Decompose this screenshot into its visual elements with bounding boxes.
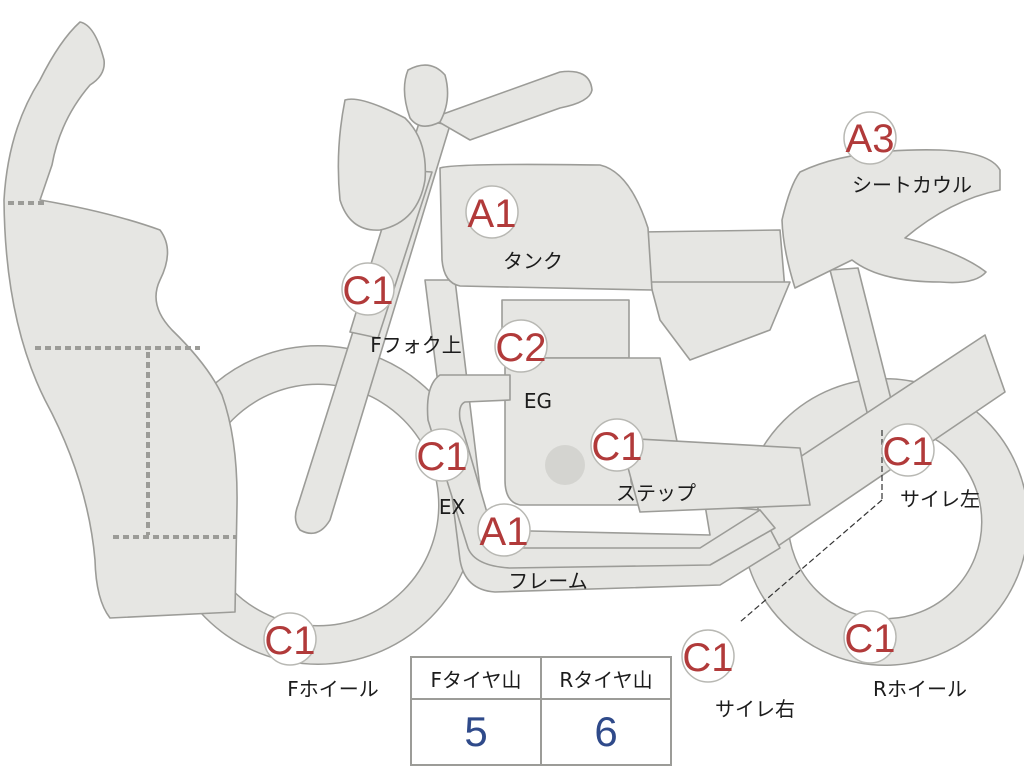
badge-rear-wheel: C1	[843, 610, 897, 664]
badge-frame: A1	[477, 503, 531, 557]
step-bar	[619, 437, 811, 513]
label-seat-cowl: シートカウル	[852, 173, 972, 197]
rear-tire-header: Rタイヤ山	[540, 656, 672, 700]
label-frame: フレーム	[508, 569, 587, 593]
badge-side-cover-right: C1	[681, 629, 735, 683]
badge-side-cover-left: C1	[881, 423, 935, 477]
svg-text:C1: C1	[264, 619, 315, 663]
tire-tread-table: Fタイヤ山 Rタイヤ山 5 6	[410, 656, 672, 766]
label-tank: タンク	[503, 249, 563, 273]
rear-tire-value: 6	[540, 698, 672, 766]
svg-text:A1: A1	[480, 510, 529, 554]
svg-text:C1: C1	[416, 435, 467, 479]
svg-text:C1: C1	[844, 617, 895, 661]
svg-text:C2: C2	[495, 326, 546, 370]
badge-step: C1	[590, 418, 644, 472]
front-tire-header: Fタイヤ山	[410, 656, 542, 700]
front-cowl	[3, 21, 238, 619]
badge-front-wheel: C1	[263, 612, 317, 666]
seat-base	[649, 281, 791, 361]
mirror	[403, 64, 449, 127]
headlight	[337, 98, 427, 231]
label-engine: EG	[524, 389, 552, 413]
badge-tank: A1	[465, 185, 519, 239]
label-front-wheel: Fホイール	[287, 677, 379, 701]
handlebar	[431, 70, 593, 141]
badge-seat-cowl: A3	[843, 111, 897, 165]
svg-text:C1: C1	[882, 430, 933, 474]
svg-text:A3: A3	[846, 117, 895, 161]
svg-text:C1: C1	[342, 269, 393, 313]
seat-cowl	[781, 149, 1001, 289]
exhaust-pipe	[426, 374, 776, 569]
svg-text:A1: A1	[468, 192, 517, 236]
label-rear-wheel: Rホイール	[873, 677, 967, 701]
label-front-fork: Fフォク上	[370, 333, 462, 357]
front-tire-value: 5	[410, 698, 542, 766]
label-exhaust: EX	[439, 495, 466, 519]
label-side-cover-left: サイレ左	[900, 487, 980, 511]
badge-exhaust: C1	[415, 428, 469, 482]
leader-side-cover-right	[739, 499, 883, 623]
badge-engine: C2	[494, 319, 548, 373]
svg-text:C1: C1	[682, 636, 733, 680]
svg-text:C1: C1	[591, 425, 642, 469]
badge-front-fork: C1	[341, 262, 395, 316]
label-step: ステップ	[616, 481, 696, 505]
label-side-cover-right: サイレ右	[715, 697, 795, 721]
frame	[424, 279, 781, 593]
